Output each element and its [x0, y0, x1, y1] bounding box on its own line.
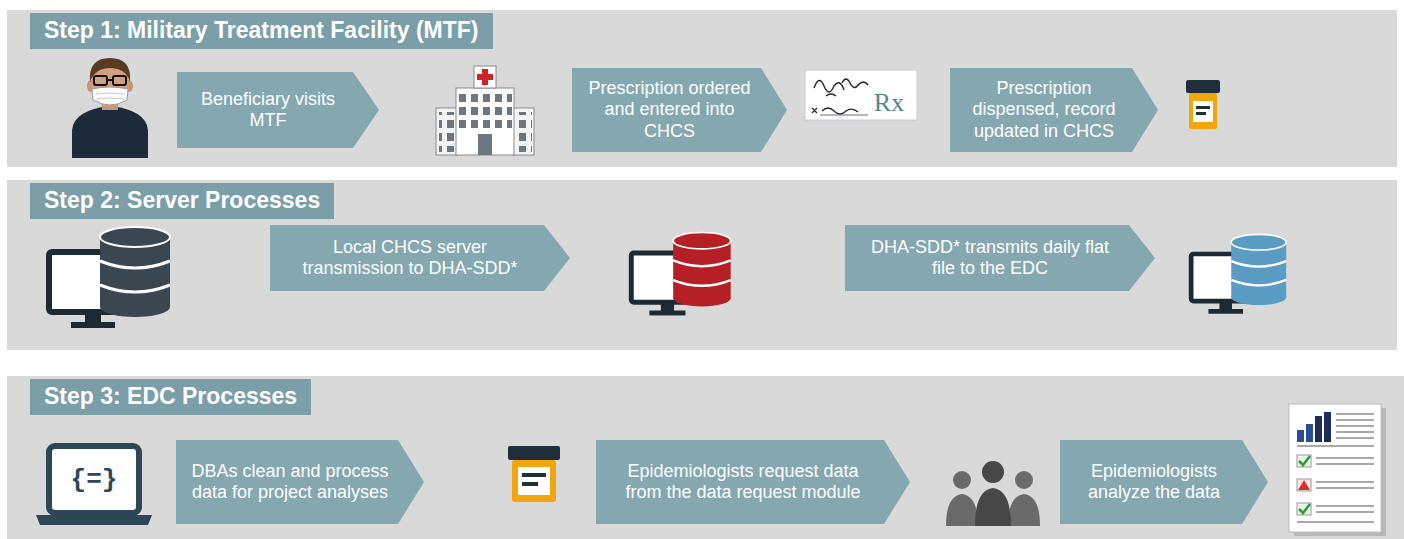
pill-bottle: [508, 446, 560, 502]
laptop-icon: [36, 446, 152, 525]
chevron-fill: [950, 68, 1158, 152]
process-chevron: Prescription dispensed, record updated i…: [950, 68, 1158, 152]
process-text: DBAs clean and process data for project …: [176, 455, 424, 509]
report-icon: [1289, 404, 1386, 536]
step-heading: Step 2: Server Processes: [30, 183, 334, 219]
process-text: Epidemiologists request data from the da…: [596, 455, 910, 509]
people-icon: [946, 461, 1040, 526]
code-symbol: {=}: [71, 465, 118, 495]
process-text: Epidemiologists analyze the data: [1060, 455, 1268, 509]
step-heading: Step 1: Military Treatment Facility (MTF…: [30, 13, 493, 49]
chevron-fill: [572, 68, 787, 152]
prescription-card: [805, 70, 917, 120]
process-chevron: Prescription ordered and entered into CH…: [572, 68, 787, 152]
process-chevron: Epidemiologists request data from the da…: [596, 440, 910, 524]
process-text: Beneficiary visits MTF: [177, 83, 379, 137]
person-icon: [72, 58, 148, 158]
server-icon: [49, 227, 170, 328]
chevron-fill: [176, 440, 424, 524]
server-icon: [631, 232, 730, 315]
band-fill: [7, 180, 1397, 350]
chevron-fill: [845, 225, 1155, 291]
hospital-icon: [436, 66, 534, 155]
step-band: Step 1: Military Treatment Facility (MTF…: [7, 10, 1397, 167]
step-heading: Step 3: EDC Processes: [30, 379, 311, 415]
process-chevron: DBAs clean and process data for project …: [176, 440, 424, 524]
band-fill: [7, 10, 1397, 167]
process-chevron: Local CHCS server transmission to DHA-SD…: [270, 225, 570, 291]
step-band: Step 2: Server ProcessesLocal CHCS serve…: [7, 180, 1397, 350]
process-text: Prescription dispensed, record updated i…: [950, 72, 1158, 147]
chevron-fill: [177, 72, 379, 148]
process-chevron: DHA-SDD* transmits daily flat file to th…: [845, 225, 1155, 291]
chevron-fill: [1060, 440, 1268, 524]
rx-symbol: Rx: [874, 88, 904, 118]
process-text: Prescription ordered and entered into CH…: [572, 72, 787, 147]
band-fill: [7, 376, 1404, 539]
process-text: DHA-SDD* transmits daily flat file to th…: [845, 231, 1155, 285]
step-band: Step 3: EDC ProcessesDBAs clean and proc…: [7, 376, 1404, 539]
pill-bottle: [1186, 80, 1220, 129]
process-chevron: Beneficiary visits MTF: [177, 72, 379, 148]
chevron-fill: [596, 440, 910, 524]
process-chevron: Epidemiologists analyze the data: [1060, 440, 1268, 524]
chevron-fill: [270, 225, 570, 291]
process-text: Local CHCS server transmission to DHA-SD…: [270, 231, 570, 285]
server-icon: [1191, 234, 1286, 313]
